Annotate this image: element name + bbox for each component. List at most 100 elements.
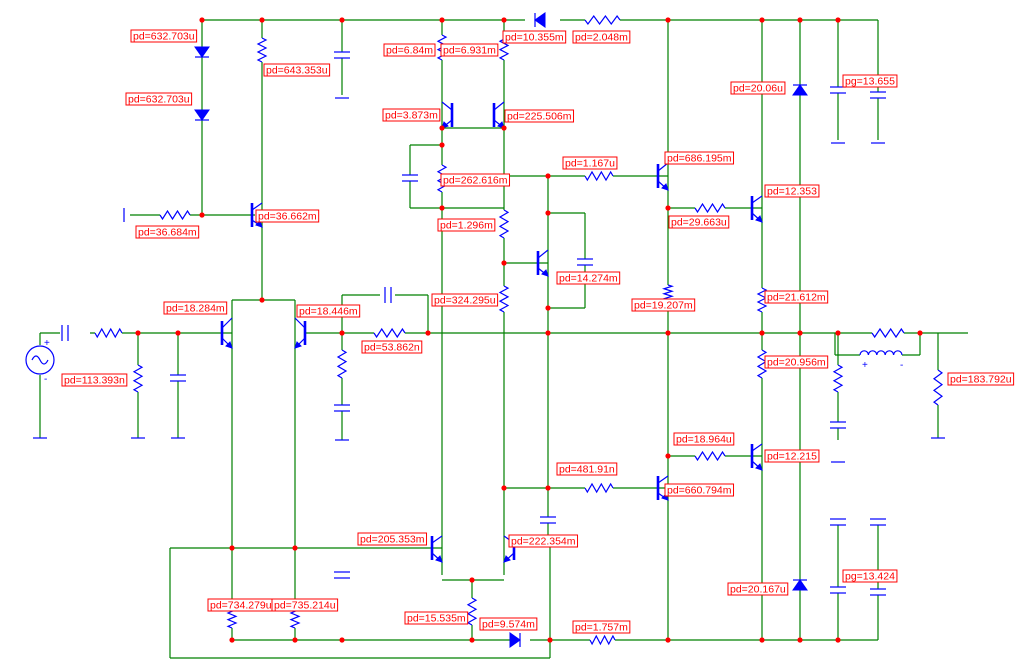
label-box [764, 184, 820, 198]
label-text: pd=15.535m [407, 613, 466, 625]
label-box [431, 293, 499, 307]
label-box [125, 92, 193, 106]
transistor-mirror-left [441, 101, 454, 129]
resistor-top-supply [584, 14, 621, 26]
node-set [135, 17, 923, 643]
resistor-output [871, 327, 905, 339]
resistor-load [932, 369, 944, 406]
label-text: pg=13.424 [845, 571, 895, 583]
resistor-zobel [832, 364, 844, 393]
label-text: pd=225.506m [507, 111, 572, 123]
label-box [508, 534, 579, 548]
label-r-tail-l: pd=734.279u [207, 598, 275, 612]
label-box [668, 215, 730, 229]
transistor-vbe [536, 249, 549, 277]
resistor-body [832, 364, 844, 393]
diode-bottom [509, 632, 521, 648]
resistor-body [132, 364, 144, 393]
label-r-tail-r: pd=735.214u [271, 598, 339, 612]
label-box [382, 108, 441, 122]
cap-comp [539, 516, 557, 524]
junction-node [759, 637, 765, 643]
wire-set [39, 19, 968, 659]
resistor-driver-mid [661, 284, 675, 301]
cap-bg [829, 422, 847, 428]
label-box [556, 271, 621, 285]
label-text: pd=12.215 [767, 451, 817, 463]
collector-lead [751, 195, 763, 204]
diode-triangle [792, 579, 808, 591]
label-text: pd=262.616m [443, 175, 508, 187]
label-q-out-bot: pd=12.215 [764, 449, 820, 463]
transistor-ccs-left [430, 535, 443, 563]
resistor-driver-top [584, 170, 614, 182]
cap-vas [401, 174, 419, 182]
cap-bg [869, 519, 887, 525]
collector-lead [441, 101, 453, 111]
diode-triangle [194, 109, 210, 121]
label-q-mirror-l: pd=3.873m [382, 108, 441, 122]
label-text: pd=18.964u [676, 434, 732, 446]
cap-bg [829, 87, 847, 93]
component-labels: pd=632.703upd=632.703upd=643.353upd=36.6… [61, 29, 1015, 634]
label-text: pd=36.662m [258, 211, 317, 223]
junction-node [259, 17, 265, 23]
diode-flyback-top [792, 84, 808, 96]
label-r-mid-3: pd=324.295u [431, 293, 499, 307]
cap-top-decoupling [333, 51, 351, 59]
cap-bg [869, 589, 887, 595]
resistor-emitter-bot [756, 349, 768, 379]
cap-bg [576, 259, 594, 265]
label-r-in-shunt: pd=113.393n [61, 373, 128, 387]
junction-node [665, 205, 671, 211]
label-box [437, 218, 496, 232]
transistor-mirror-right [492, 101, 505, 129]
emitter-arrow [435, 555, 443, 563]
diode-triangle [194, 46, 210, 58]
resistor-body [256, 37, 268, 63]
junction-node [665, 637, 671, 643]
components: +-+- [25, 12, 945, 648]
label-text: pg=13.655 [845, 76, 895, 88]
label-text: pd=19.207m [634, 300, 693, 312]
cap-bg [829, 519, 847, 525]
label-text: pd=12.353 [767, 186, 817, 198]
emitter-arrow [661, 183, 669, 191]
label-box [404, 611, 469, 625]
label-r-bias: pd=36.684m [135, 225, 200, 239]
collector-lead [657, 475, 669, 484]
collector-lead [221, 317, 233, 329]
label-r-emit-top: pd=21.612m [764, 290, 829, 304]
label-text: pd=1.167u [565, 158, 615, 170]
label-text: pd=113.393n [64, 375, 125, 387]
cap-bottom [333, 571, 351, 579]
junction-node [501, 485, 507, 491]
junction-node [835, 330, 841, 336]
label-text: pd=20.06u [733, 83, 783, 95]
label-c-supply-bot: pg=13.424 [842, 569, 898, 583]
label-text: pd=222.354m [511, 536, 576, 548]
label-d-top-2: pd=632.703u [125, 92, 193, 106]
label-text: pd=18.446m [299, 306, 358, 318]
junction-node [797, 330, 803, 336]
label-text: pd=14.274m [559, 273, 618, 285]
label-box [502, 30, 567, 44]
resistor-body [694, 202, 726, 214]
label-box [163, 301, 228, 315]
label-q-vas-bias: pd=36.662m [255, 209, 320, 223]
source-plus-label: + [44, 338, 50, 349]
resistor-body [159, 209, 191, 221]
label-d-bot: pd=9.574m [479, 617, 538, 631]
resistor-body [373, 327, 406, 339]
collector-lead [751, 443, 763, 452]
label-box [271, 598, 339, 612]
label-q-in-left: pd=18.284m [163, 301, 228, 315]
label-c-supply-top: pg=13.655 [842, 74, 898, 88]
label-r-out-base-bot: pd=18.964u [673, 432, 735, 446]
transistor-input-left [220, 317, 233, 349]
junction-node [339, 637, 345, 643]
label-d-flyback-bot: pd=20.167u [727, 582, 789, 596]
label-q-mirror-r: pd=225.506m [504, 109, 575, 123]
cap-bg [869, 92, 887, 98]
